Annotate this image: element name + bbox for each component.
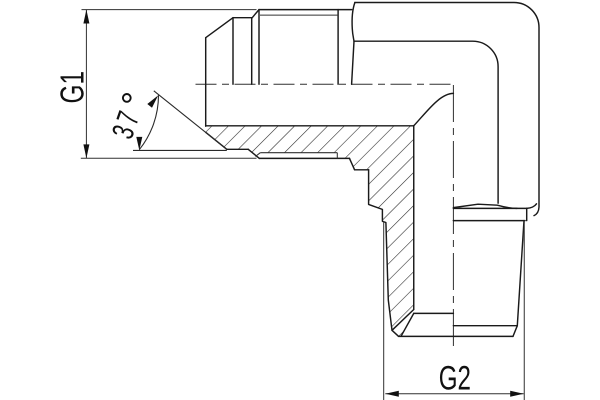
svg-text:G2: G2: [439, 359, 471, 397]
svg-text:G1: G1: [55, 71, 91, 104]
